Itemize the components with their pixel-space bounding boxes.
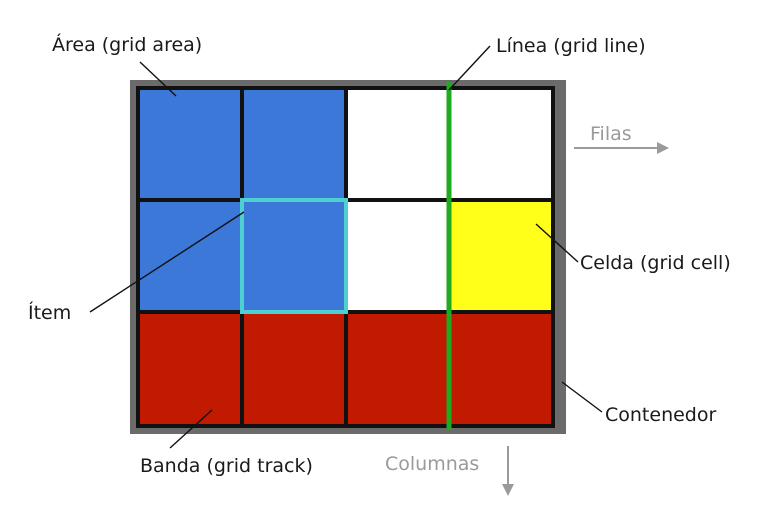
grid-item-highlight bbox=[240, 198, 348, 314]
grid-cell-r2-c4 bbox=[449, 200, 553, 312]
leader-grid-cell bbox=[535, 223, 579, 263]
leader-grid-item bbox=[89, 211, 245, 313]
grid-cell-r3-c4 bbox=[449, 312, 553, 426]
grid-cell-r1-c1 bbox=[138, 88, 242, 200]
columns-arrow-head bbox=[502, 484, 514, 496]
rows-arrow-head bbox=[657, 142, 669, 154]
grid-cell-r2-c3 bbox=[346, 200, 449, 312]
grid-cell-r1-c2 bbox=[242, 88, 346, 200]
rows-arrow-label: Filas bbox=[590, 123, 632, 145]
grid-cell-r3-c3 bbox=[346, 312, 449, 426]
leader-grid-track bbox=[169, 409, 213, 449]
grid-cell-r1-c3 bbox=[346, 88, 449, 200]
columns-arrow-label: Columnas bbox=[385, 453, 479, 475]
grid-cell-r3-c2 bbox=[242, 312, 346, 426]
label-grid-track: Banda (grid track) bbox=[140, 455, 313, 477]
label-grid-item: Ítem bbox=[28, 301, 71, 324]
grid-cells bbox=[138, 88, 553, 426]
leader-grid-area bbox=[139, 61, 177, 97]
label-grid-area: Área (grid area) bbox=[52, 33, 202, 56]
grid-cell-r2-c1 bbox=[138, 200, 242, 312]
label-grid-container: Contenedor bbox=[605, 404, 716, 426]
grid-cell-r3-c1 bbox=[138, 312, 242, 426]
grid-cell-r1-c4 bbox=[449, 88, 553, 200]
leader-grid-line bbox=[448, 45, 491, 91]
grid-cell-r2-c2 bbox=[242, 200, 346, 312]
label-grid-cell: Celda (grid cell) bbox=[580, 252, 731, 274]
leader-grid-container bbox=[561, 381, 603, 413]
label-grid-line: Línea (grid line) bbox=[496, 35, 646, 57]
